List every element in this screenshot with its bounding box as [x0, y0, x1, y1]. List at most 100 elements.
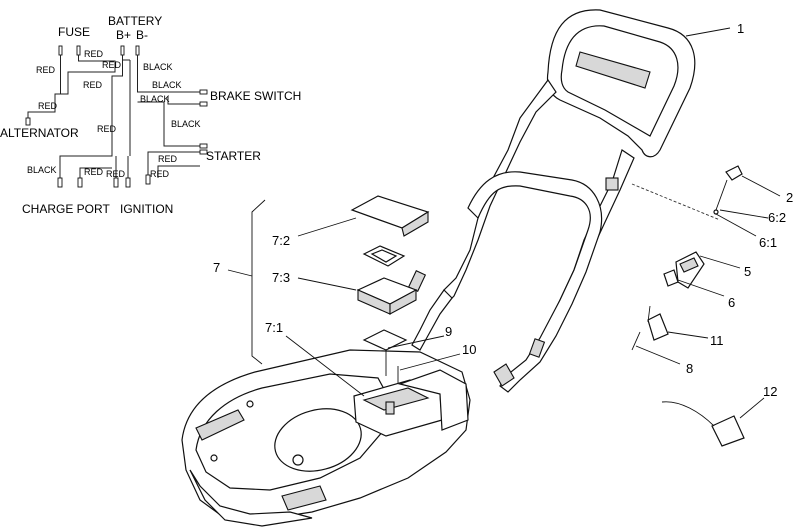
callout-12: 12	[763, 384, 777, 399]
wire-red-starter-2	[157, 165, 200, 178]
deck-bolt-icon	[210, 454, 218, 462]
key-2-icon	[725, 165, 743, 181]
callout-7-1: 7:1	[265, 320, 283, 335]
deck-skirt-front	[189, 469, 313, 527]
wire-label-red: RED	[97, 124, 117, 134]
battery-negative-terminal-icon	[135, 45, 140, 56]
starter-terminal-2-icon	[199, 149, 208, 155]
label-brake-switch: BRAKE SWITCH	[210, 89, 301, 103]
wire-label-red: RED	[102, 60, 122, 70]
callout-6: 6	[728, 295, 735, 310]
fuse-terminal-left-icon	[58, 45, 63, 56]
alternator-terminal-icon	[25, 117, 31, 126]
key-shaft-icon	[715, 179, 728, 211]
wire-label-black: BLACK	[152, 80, 182, 90]
callouts: 1 2 6:2 6:1 5 6 11 8 12 7 7:2 7:3 7:1 9 …	[213, 21, 793, 399]
charge-port-terminal-1-icon	[57, 177, 63, 188]
wire-label-black: BLACK	[171, 119, 201, 129]
battery-box-cavity-icon	[362, 387, 430, 411]
gasket-hole-icon	[370, 249, 398, 263]
callout-5: 5	[744, 264, 751, 279]
callout-8: 8	[686, 361, 693, 376]
charger-cord-icon	[661, 401, 715, 427]
battery-pack-side	[389, 289, 417, 315]
wire-label-black: BLACK	[140, 94, 170, 104]
wire-alternator	[27, 55, 61, 118]
deck-bolt-icon	[292, 454, 304, 466]
ignition-terminal-2-icon	[125, 177, 131, 188]
label-battery: BATTERY	[108, 14, 162, 28]
wiring-schematic: FUSE BATTERY B+ B- BRAKE SWITCH STARTER …	[0, 14, 301, 216]
label-charge-port: CHARGE PORT	[22, 202, 110, 216]
relay-11-icon	[647, 313, 669, 341]
handle-assembly	[407, 9, 721, 393]
charge-port-terminal-2-icon	[77, 177, 83, 188]
label-battery-positive: B+	[116, 28, 131, 42]
callout-2: 2	[786, 190, 793, 205]
handle-bracket-right-icon	[528, 338, 546, 358]
battery-box-side	[397, 369, 469, 431]
wire-label-red: RED	[84, 167, 104, 177]
wire-black-brake	[137, 55, 200, 93]
battery-kit	[251, 195, 430, 365]
callout-7-2: 7:2	[272, 233, 290, 248]
switch-housing-face-icon	[679, 257, 699, 273]
washer-6-2-icon	[713, 209, 719, 215]
wire-label-black: BLACK	[27, 165, 57, 175]
leader-lines	[227, 27, 781, 419]
wire-label-red: RED	[38, 101, 58, 111]
handle-control-bar	[575, 51, 651, 89]
wire-fuse-loop	[60, 55, 116, 95]
callout-6-1: 6:1	[759, 235, 777, 250]
wire-label-red: RED	[83, 80, 103, 90]
battery-positive-terminal-icon	[120, 45, 125, 56]
wire-label-red: RED	[36, 65, 56, 75]
handle-upper-grip-inner	[560, 25, 679, 137]
brake-switch-terminal-2-icon	[199, 101, 208, 107]
battery-tray-7-1-icon	[362, 329, 408, 351]
callout-11: 11	[710, 333, 724, 348]
callout-7: 7	[213, 260, 220, 275]
wire-label-red: RED	[106, 169, 126, 179]
callout-9: 9	[445, 324, 452, 339]
wire-black-brake-2	[137, 101, 200, 147]
label-fuse: FUSE	[58, 25, 90, 39]
electrical-parts	[631, 165, 745, 447]
callout-1: 1	[737, 21, 744, 36]
fuse-terminal-right-icon	[76, 45, 81, 56]
deck-bolt-icon	[246, 400, 254, 408]
deck-front-handle-icon	[195, 409, 245, 441]
wire-charge-port	[79, 167, 112, 178]
wire-label-red: RED	[150, 169, 170, 179]
wire-label-black: BLACK	[143, 62, 173, 72]
handle-knob-icon	[493, 363, 515, 387]
switch-6-icon	[663, 269, 679, 287]
fuse-8-icon	[631, 331, 641, 351]
handle-lower-left	[411, 289, 453, 351]
group-bracket-7	[251, 199, 266, 365]
ignition-terminal-1-icon	[113, 177, 119, 188]
callout-6-2: 6:2	[768, 210, 786, 225]
wire-red-starter	[147, 151, 200, 175]
label-alternator: ALTERNATOR	[0, 126, 79, 140]
mower-deck	[181, 346, 471, 527]
starter-terminal-1-icon	[199, 143, 208, 149]
wire-red-vertical	[122, 59, 131, 156]
label-ignition: IGNITION	[120, 202, 173, 216]
battery-cover-side	[401, 211, 429, 237]
cable-clip-icon	[605, 177, 619, 191]
label-battery-negative: B-	[136, 28, 148, 42]
relay-lead-icon	[647, 305, 651, 323]
label-starter: STARTER	[206, 149, 261, 163]
brake-switch-terminal-1-icon	[199, 89, 208, 95]
callout-7-3: 7:3	[272, 270, 290, 285]
wire-label-red: RED	[158, 154, 178, 164]
deck-wheel-guard-icon	[281, 485, 327, 511]
starter-terminal-3-icon	[145, 174, 151, 185]
cable-dashed-line	[631, 183, 721, 221]
wire-label-red: RED	[84, 49, 104, 59]
wire-red-bus	[59, 55, 123, 178]
wire-black-brake-3	[167, 96, 200, 105]
terminal-block-icon	[385, 401, 395, 415]
